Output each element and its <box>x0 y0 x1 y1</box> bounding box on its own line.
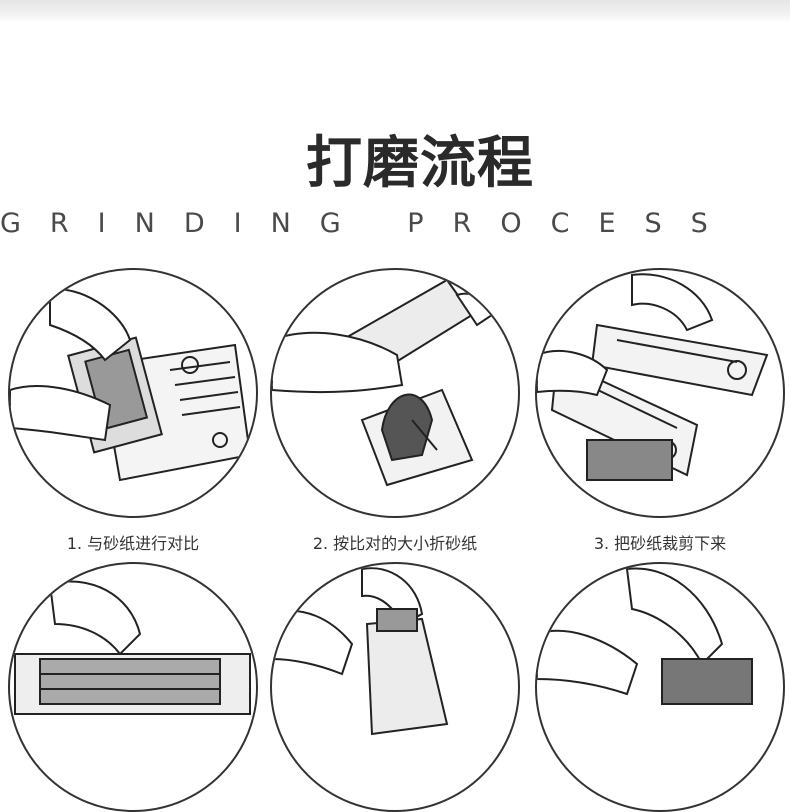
securing-clamp-icon <box>537 567 753 705</box>
step-2-illustration <box>270 268 520 518</box>
step-1-illustration <box>8 268 258 518</box>
clamping-paper-icon <box>14 580 251 715</box>
top-band <box>0 0 790 22</box>
page-subtitle: GRINDING PROCESS <box>0 208 737 239</box>
step-4-illustration <box>8 562 258 812</box>
step-1: 1. 与砂纸进行对比 <box>8 268 258 553</box>
step-4 <box>8 562 258 812</box>
step-5 <box>270 562 520 812</box>
step-3-illustration <box>535 268 785 518</box>
page-title: 打磨流程 <box>306 131 534 196</box>
folding-sandpaper-icon <box>272 278 494 487</box>
step-6 <box>535 562 785 812</box>
step-6-illustration <box>535 562 785 812</box>
step-2-caption: 2. 按比对的大小折砂纸 <box>312 534 478 553</box>
step-3: 3. 把砂纸裁剪下来 <box>535 268 785 553</box>
step-1-caption: 1. 与砂纸进行对比 <box>66 534 200 553</box>
sanding-block-on-paper-icon <box>10 288 252 482</box>
tearing-sandpaper-icon <box>537 273 769 481</box>
step-3-caption: 3. 把砂纸裁剪下来 <box>593 534 727 553</box>
step-2: 2. 按比对的大小折砂纸 <box>270 268 520 553</box>
inserting-paper-icon <box>272 567 449 736</box>
step-5-illustration <box>270 562 520 812</box>
subtitle-wrap: GRINDING PROCESS <box>0 208 790 244</box>
